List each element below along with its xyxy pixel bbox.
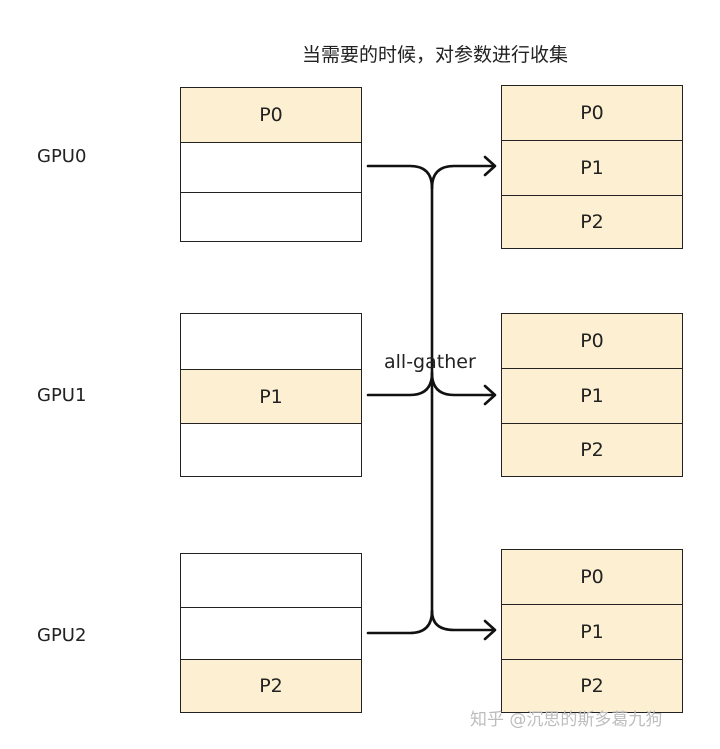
gpu2-before-cell-1: [180, 607, 362, 660]
arrowhead-gpu2: [483, 619, 497, 641]
gpu2-after-cell-2: P2: [501, 659, 683, 713]
gpu0-after-cell-0: P0: [501, 85, 683, 141]
gpu1-before-cell-0: [180, 313, 362, 370]
gpu0-after-cell-1: P1: [501, 140, 683, 196]
arrowhead-gpu1: [483, 384, 497, 406]
gpu0-output-connector: [430, 164, 496, 190]
gpu1-output-connector: [430, 371, 496, 397]
gpu1-after-cell-1: P1: [501, 368, 683, 424]
watermark: 知乎 @沉思的斯多葛九狗: [470, 710, 663, 730]
gpu1-before-cell-2: [180, 423, 362, 477]
gpu0-input-connector: [366, 164, 434, 190]
gpu1-label: GPU1: [37, 385, 87, 406]
gpu2-before-cell-0: [180, 553, 362, 608]
gpu2-input-connector: [366, 609, 434, 635]
arrowhead-gpu0: [483, 155, 497, 177]
gpu2-after-cell-1: P1: [501, 604, 683, 660]
gpu0-after-cell-2: P2: [501, 195, 683, 249]
gpu1-input-connector: [366, 371, 434, 397]
gpu0-before-cell-2: [180, 192, 362, 242]
gpu2-label: GPU2: [37, 625, 87, 646]
gpu2-before-cell-2: P2: [180, 659, 362, 713]
gpu1-before-cell-1: P1: [180, 369, 362, 424]
gpu0-before-cell-0: P0: [180, 87, 362, 143]
gpu2-output-connector: [430, 609, 496, 632]
gpu0-label: GPU0: [37, 146, 87, 167]
diagram-title: 当需要的时候，对参数进行收集: [301, 44, 568, 66]
gpu1-after-cell-2: P2: [501, 423, 683, 477]
all-gather-label: all-gather: [384, 351, 476, 373]
